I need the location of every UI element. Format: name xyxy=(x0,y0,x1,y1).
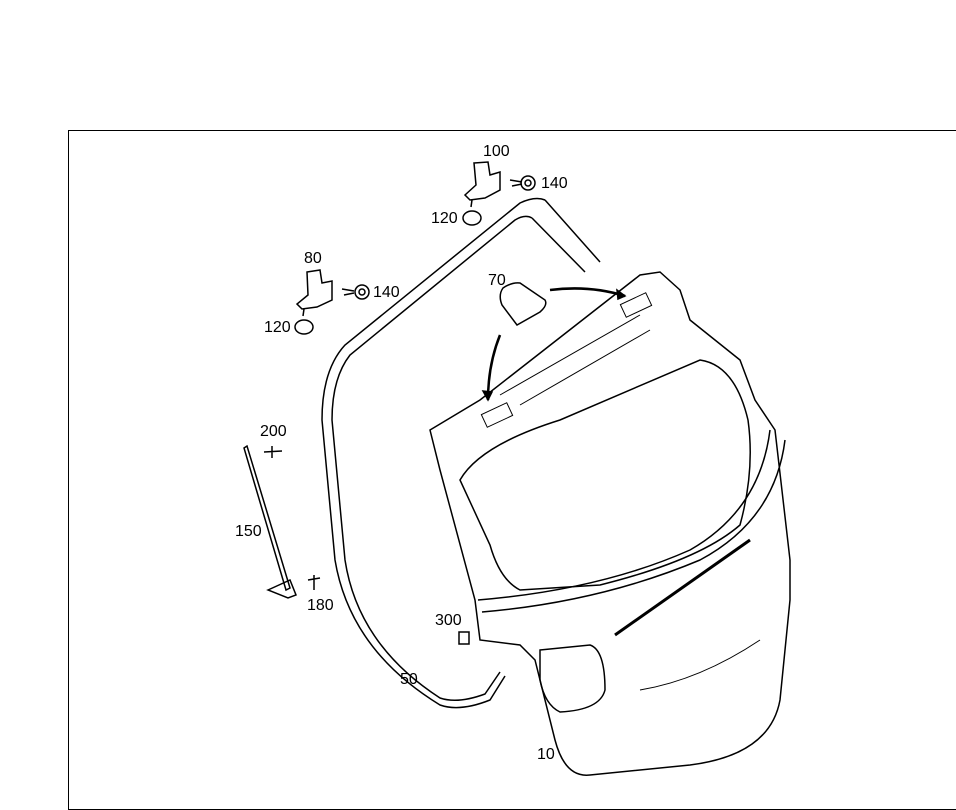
callout-70: 70 xyxy=(488,272,506,289)
callout-140-right: 140 xyxy=(541,175,568,192)
patch-part xyxy=(481,282,627,402)
callout-100: 100 xyxy=(483,143,510,160)
callout-10: 10 xyxy=(537,746,555,763)
hinge-right-part xyxy=(462,161,536,226)
callout-80: 80 xyxy=(304,250,322,267)
callout-150: 150 xyxy=(235,523,262,540)
callout-180: 180 xyxy=(307,597,334,614)
callout-120-right: 120 xyxy=(431,210,458,227)
callout-120-left: 120 xyxy=(264,319,291,336)
callout-50: 50 xyxy=(400,671,418,688)
seal-part xyxy=(321,197,601,709)
gas-strut-part xyxy=(243,444,470,645)
callout-140-left: 140 xyxy=(373,284,400,301)
callout-200: 200 xyxy=(260,423,287,440)
tailgate-part xyxy=(429,271,791,776)
callout-300: 300 xyxy=(435,612,462,629)
hinge-left-part xyxy=(294,269,370,335)
